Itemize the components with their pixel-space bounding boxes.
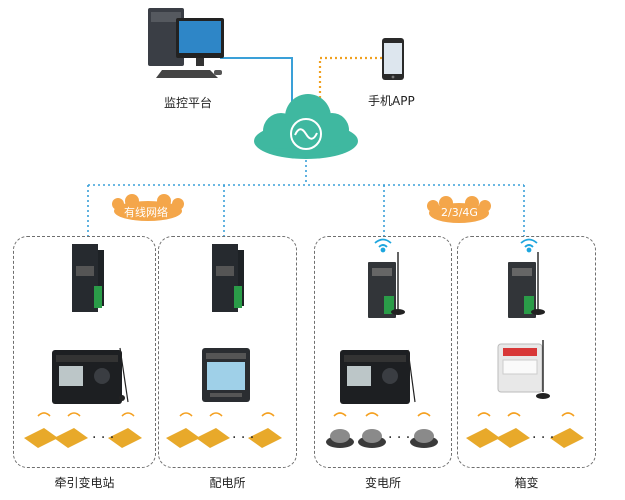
din-rail-module-device [497, 340, 550, 399]
gateway-device-2 [212, 244, 244, 312]
site-label-traction-substation: 牵引变电站 [54, 476, 115, 490]
site-label-box-transformer: 箱变 [514, 476, 539, 490]
site-label-substation: 变电所 [364, 476, 401, 490]
site-box-distribution-room [158, 236, 297, 468]
temperature-sensors-1: · · · [24, 412, 142, 448]
site-box-traction-substation [13, 236, 156, 468]
wired-network-badge [112, 194, 184, 221]
mobile-app-label: 手机APP [368, 94, 415, 108]
svg-text:· · ·: · · · [388, 430, 410, 446]
svg-text:· · ·: · · · [92, 430, 114, 446]
controller-device-1 [52, 347, 129, 404]
wifi-icon-3 [374, 238, 392, 253]
temperature-sensors-4: · · · [466, 412, 584, 448]
power-meter-device [202, 348, 250, 402]
computer-icon [148, 8, 224, 78]
wireless-gateway-device-4 [508, 252, 545, 318]
controller-device-3 [340, 349, 416, 404]
temperature-sensors-2: · · · [166, 412, 282, 448]
wifi-icon-4 [520, 238, 538, 253]
site-label-distribution-room: 配电所 [209, 476, 246, 490]
cloud-icon [254, 94, 358, 159]
monitor-platform-label: 监控平台 [164, 96, 213, 110]
dome-sensors-3: · · · [326, 412, 438, 448]
gateway-device-1 [72, 244, 104, 312]
wireless-network-badge [427, 196, 491, 223]
svg-text:· · ·: · · · [232, 430, 254, 446]
site-box-substation [314, 236, 452, 468]
wireless-network-label: 2/3/4G [441, 206, 478, 219]
phone-icon [382, 38, 404, 80]
site-box-box-transformer [457, 236, 596, 468]
network-bus [87, 160, 525, 236]
wireless-gateway-device-3 [368, 252, 405, 318]
phone-cloud-link [318, 56, 382, 102]
monitor-cloud-link [220, 57, 293, 102]
svg-text:· · ·: · · · [532, 430, 554, 446]
wired-network-label: 有线网络 [124, 206, 168, 219]
